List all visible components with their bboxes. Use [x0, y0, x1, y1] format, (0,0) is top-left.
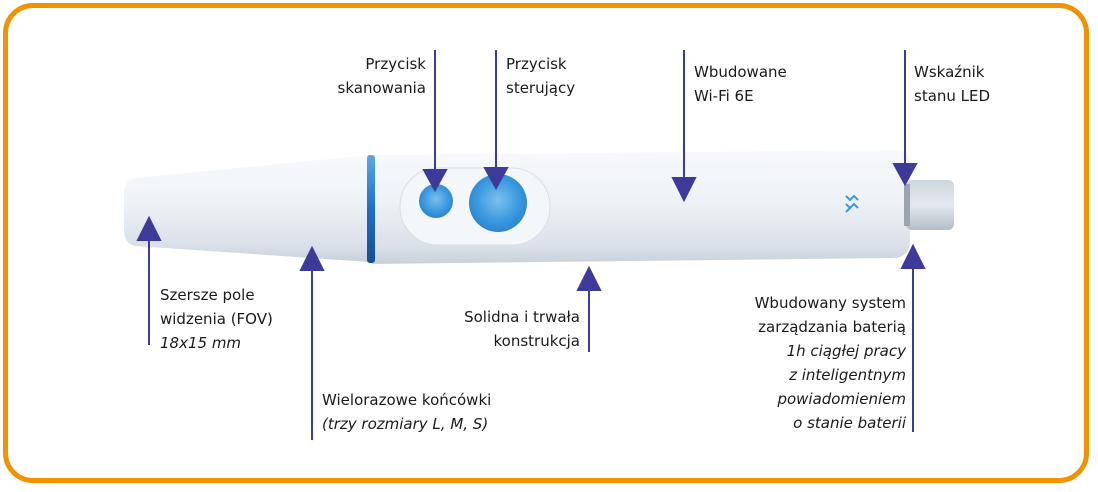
control-label-line1: Przycisk [506, 55, 567, 73]
battery-label-line1: Wbudowany system [754, 294, 906, 312]
tips-label-line1: Wielorazowe końcówki [322, 391, 492, 409]
construction-label-line1: Solidna i trwała [464, 308, 580, 326]
scan-button[interactable] [419, 184, 453, 218]
tips-label-sizes: (trzy rozmiary L, M, S) [322, 415, 489, 433]
label-battery: Wbudowany system zarządzania baterią 1h … [706, 291, 906, 435]
wifi-label-line1: Wbudowane [694, 63, 787, 81]
battery-label-line5: powiadomieniem [777, 390, 906, 408]
label-construction: Solidna i trwała konstrukcja [420, 305, 580, 353]
logo-icon [845, 194, 859, 213]
arrow-battery [900, 243, 926, 269]
arrow-led [892, 163, 918, 187]
led-label-line2: stanu LED [914, 87, 991, 105]
accent-ring [367, 155, 375, 263]
fov-label-line2: widzenia (FOV) [160, 310, 273, 328]
label-scan-button: Przycisk skanowania [326, 52, 426, 100]
led-label-line1: Wskaźnik [914, 63, 985, 81]
control-label-line2: sterujący [506, 79, 576, 97]
arrows [136, 50, 926, 440]
wifi-label-line2: Wi-Fi 6E [694, 87, 754, 105]
battery-label-line4: z inteligentnym [789, 366, 906, 384]
arrow-fov [136, 215, 162, 241]
led-cap [906, 180, 954, 230]
arrow-control [483, 167, 509, 191]
control-button[interactable] [469, 174, 527, 232]
scanner-tip [124, 155, 370, 262]
label-fov: Szersze pole widzenia (FOV) 18x15 mm [160, 283, 273, 355]
label-tips: Wielorazowe końcówki (trzy rozmiary L, M… [322, 388, 491, 436]
arrow-construction [576, 265, 602, 291]
fov-label-line1: Szersze pole [160, 286, 255, 304]
arrow-wifi [671, 177, 697, 203]
scan-label-line1: Przycisk [365, 55, 426, 73]
label-led: Wskaźnik stanu LED [914, 60, 990, 108]
battery-label-line3: 1h ciągłej pracy [786, 342, 906, 360]
construction-label-line2: konstrukcja [493, 332, 581, 350]
battery-label-line6: o stanie baterii [793, 414, 906, 432]
battery-label-line2: zarządzania baterią [758, 318, 906, 336]
cap-joint [904, 184, 910, 226]
fov-label-size: 18x15 mm [160, 334, 242, 352]
arrow-scan [422, 169, 448, 193]
label-wifi: Wbudowane Wi-Fi 6E [694, 60, 787, 108]
arrow-tips [299, 245, 325, 271]
orange-frame [3, 3, 1089, 483]
scan-label-line2: skanowania [337, 79, 426, 97]
label-control-button: Przycisk sterujący [506, 52, 575, 100]
